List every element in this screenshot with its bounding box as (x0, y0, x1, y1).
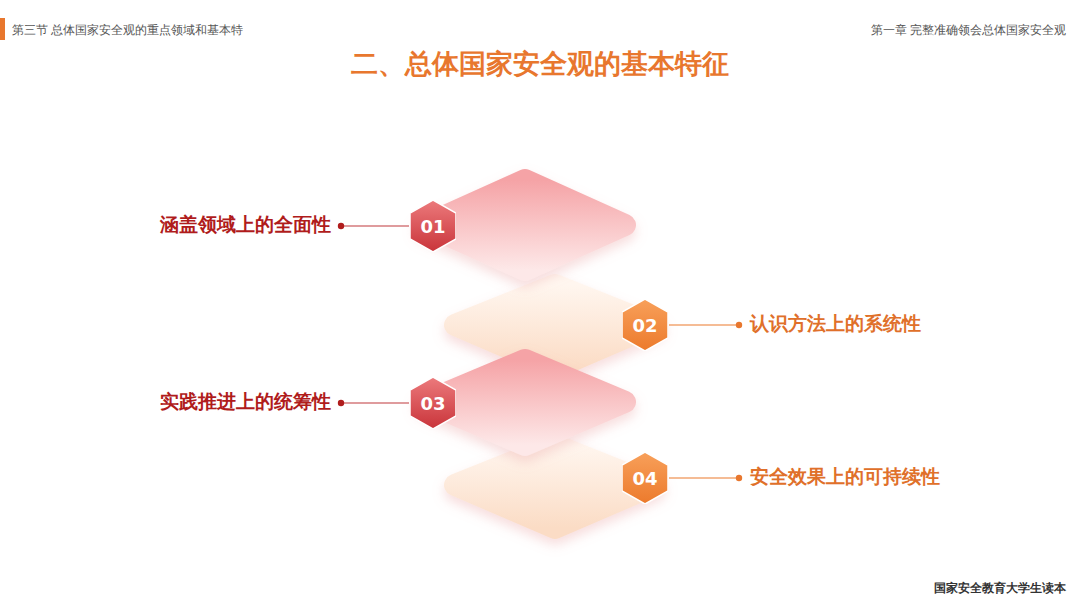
number-hexagon: 03 (410, 377, 456, 429)
section-header: 第三节 总体国家安全观的重点领域和基本特 (12, 23, 243, 37)
leader-line (669, 324, 739, 325)
feature-label: 认识方法上的系统性 (750, 313, 921, 336)
callout-number: 01 (420, 216, 445, 237)
feature-label: 涵盖领域上的全面性 (160, 214, 331, 237)
chapter-header: 第一章 完整准确领会总体国家安全观 (871, 23, 1066, 37)
leader-dot (736, 475, 742, 481)
leader-line (341, 402, 409, 403)
leader-dot (736, 322, 742, 328)
callout-number: 04 (632, 468, 657, 489)
leader-line (669, 477, 739, 478)
callout-number: 02 (632, 315, 657, 336)
hexagon-fill (410, 200, 456, 252)
callout-number: 03 (420, 393, 445, 414)
feature-label: 安全效果上的可持续性 (750, 466, 940, 489)
number-hexagon: 04 (622, 452, 668, 504)
hexagon-fill (410, 377, 456, 429)
feature-label: 实践推进上的统筹性 (160, 391, 331, 414)
header-bar (0, 18, 5, 40)
hexagon-fill (622, 299, 668, 351)
leader-line (341, 225, 409, 226)
leader-dot (338, 223, 344, 229)
slide-title: 二、总体国家安全观的基本特征 (351, 48, 729, 80)
hexagon-fill (622, 452, 668, 504)
number-hexagon: 01 (410, 200, 456, 252)
number-hexagon: 02 (622, 299, 668, 351)
leader-dot (338, 400, 344, 406)
book-footer: 国家安全教育大学生读本 (934, 581, 1066, 595)
